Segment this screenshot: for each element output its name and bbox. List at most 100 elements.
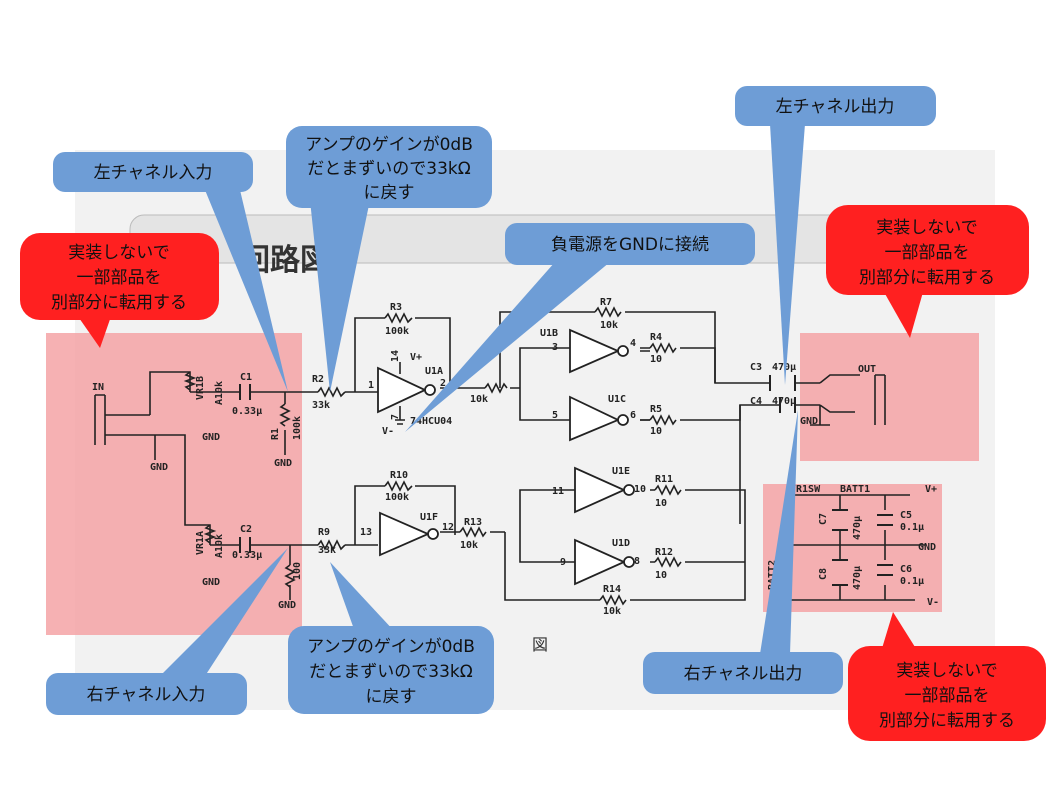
label-u1f: U1F: [420, 512, 438, 523]
label-c8: C8: [818, 568, 829, 580]
label-gnd-jack: GND: [150, 462, 168, 473]
label-c1: C1: [240, 372, 252, 383]
inverter-u1a-bubble: [424, 384, 436, 396]
label-vplus-power: V+: [925, 484, 937, 495]
label-pin4: 4: [630, 338, 636, 349]
callout-unused-right-line2: 一部部品を: [885, 243, 970, 263]
label-u1e: U1E: [612, 466, 630, 477]
label-pin11: 11: [552, 486, 564, 497]
callout-gain-bottom: アンプのゲインが0dB だとまずいので33kΩ に戻す: [288, 562, 494, 714]
label-r1-val: 100k: [292, 416, 303, 440]
label-pin9: 9: [560, 557, 566, 568]
label-r1: R1: [270, 428, 281, 440]
label-r14-val: 10k: [603, 606, 621, 617]
callout-unused-right-line1: 実装しないで: [876, 218, 978, 238]
pot-vr1a: [203, 524, 217, 544]
inverter-u1d: [574, 538, 627, 586]
resistor-r9: [317, 539, 346, 551]
label-vr1b-val: A10k: [214, 381, 225, 405]
label-r5-val: 10: [650, 426, 662, 437]
label-pin1: 1: [368, 380, 374, 391]
label-gnd-r1: GND: [274, 458, 292, 469]
callout-left-out-text: 左チャネル出力: [776, 97, 895, 117]
inverter-u1a: [377, 366, 428, 414]
callout-left-in-text: 左チャネル入力: [94, 163, 213, 183]
resistor-r7: [594, 306, 622, 318]
label-u1a: U1A: [425, 366, 443, 377]
label-u1b: U1B: [540, 328, 558, 339]
labels: IN GND VR1B A10k GND C1 0.33μ R1 100k GN…: [92, 297, 939, 617]
label-r11: R11: [655, 474, 673, 485]
callout-unused-left: 実装しないで 一部部品を 別部分に転用する: [20, 233, 219, 348]
callout-right-in: 右チャネル入力: [46, 548, 288, 715]
label-pin12: 12: [442, 522, 454, 533]
label-c2-val: 0.33μ: [232, 550, 262, 561]
callout-unused-bottom-right-line3: 別部分に転用する: [879, 711, 1015, 731]
label-pin2: 2: [440, 378, 446, 389]
callout-unused-left-line2: 一部部品を: [77, 268, 162, 288]
label-c8-val: 470μ: [852, 566, 863, 590]
resistor-r6: [284, 564, 296, 588]
callout-gain-bottom-line2: だとまずいので33kΩ: [309, 662, 472, 682]
inverter-u1b: [569, 328, 621, 374]
label-c7: C7: [818, 513, 829, 525]
callout-right-in-text: 右チャネル入力: [87, 685, 206, 705]
label-vminus-u1: V-: [382, 426, 394, 437]
resistor-r11: [654, 484, 682, 496]
label-pin8: 8: [634, 556, 640, 567]
label-r2: R2: [312, 374, 324, 385]
label-r7: R7: [600, 297, 612, 308]
callout-right-out-text: 右チャネル出力: [684, 664, 803, 684]
callout-gain-bottom-line1: アンプのゲインが0dB: [307, 637, 475, 657]
resistor-r14: [599, 594, 627, 606]
label-r14: R14: [603, 584, 621, 595]
label-r4: R4: [650, 332, 662, 343]
capacitors: [239, 375, 893, 586]
resistor-r1: [279, 403, 291, 427]
label-chip: 74HCU04: [410, 416, 452, 427]
label-r8-val: 10k: [470, 394, 488, 405]
label-c4: C4: [750, 396, 762, 407]
callout-gain-top-line1: アンプのゲインが0dB: [305, 135, 473, 155]
label-vplus-u1: V+: [410, 352, 422, 363]
inverter-u1c: [569, 395, 621, 442]
pot-vr1b: [183, 371, 197, 391]
callout-left-in: 左チャネル入力: [53, 152, 288, 392]
label-c7-val: 470μ: [852, 516, 863, 540]
label-pin3: 3: [552, 342, 558, 353]
inverters: [377, 328, 635, 586]
callout-neg-supply: 負電源をGNDに接続: [405, 223, 755, 432]
label-c5-val: 0.1μ: [900, 522, 924, 533]
label-u1c: U1C: [608, 394, 626, 405]
resistor-r3: [384, 312, 413, 324]
label-r10: R10: [390, 470, 408, 481]
label-r5: R5: [650, 404, 662, 415]
label-r12-val: 10: [655, 570, 667, 581]
callout-unused-bottom-right: 実装しないで 一部部品を 別部分に転用する: [848, 612, 1046, 741]
label-gnd-r6: GND: [278, 600, 296, 611]
label-pin14: 14: [390, 350, 401, 362]
label-c6-val: 0.1μ: [900, 576, 924, 587]
callout-unused-left-line1: 実装しないで: [68, 243, 170, 263]
label-batt1: BATT1: [840, 484, 870, 495]
label-c2: C2: [240, 524, 252, 535]
callout-unused-right-line3: 別部分に転用する: [859, 268, 995, 288]
inverter-u1e: [574, 466, 627, 514]
callout-left-out: 左チャネル出力: [735, 86, 936, 385]
inverter-u1f: [379, 511, 431, 557]
label-in: IN: [92, 382, 104, 393]
callout-gain-top-line3: に戻す: [364, 183, 415, 203]
label-c5: C5: [900, 510, 912, 521]
resistor-r12: [654, 556, 682, 568]
label-r13: R13: [464, 517, 482, 528]
label-r12: R12: [655, 547, 673, 558]
label-vr1a-val: A10k: [214, 534, 225, 558]
label-pin6: 6: [630, 410, 636, 421]
label-gnd-vr1a: GND: [202, 577, 220, 588]
label-r10-val: 100k: [385, 492, 409, 503]
label-gnd-out: GND: [800, 416, 818, 427]
callout-unused-bottom-right-line1: 実装しないで: [896, 661, 998, 681]
label-pin7: 7: [390, 414, 401, 420]
